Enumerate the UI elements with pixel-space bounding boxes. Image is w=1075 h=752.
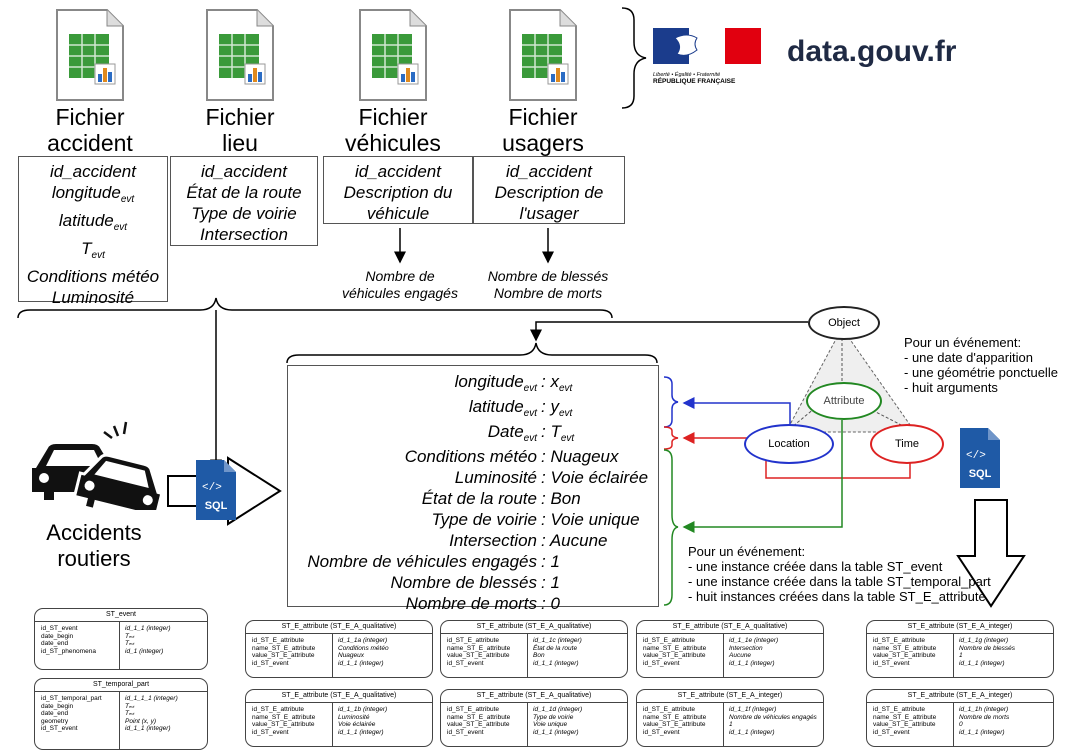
st-e-attribute-table: ST_E_attribute (ST_E_A_qualitative)id_ST… <box>245 689 433 747</box>
big-arrow-down <box>956 499 1026 608</box>
attribute-node: Attribute <box>806 382 882 420</box>
accident-fields-box: id_accident longitudeevt latitudeevt Tev… <box>18 156 168 307</box>
event-row: Intersection: Aucune <box>449 531 608 550</box>
event-row: Nombre de morts: 0 <box>405 594 560 613</box>
st-e-attribute-table: ST_E_attribute (ST_E_A_qualitative)id_ST… <box>440 620 628 678</box>
spreadsheet-icon <box>206 9 274 101</box>
instance-note: Pour un événement:- une instance créée d… <box>688 544 991 604</box>
event-row: Nombre de véhicules engagés: 1 <box>307 552 560 571</box>
event-note: Pour un événement:- une date d'apparitio… <box>904 335 1058 395</box>
spreadsheet-icon <box>56 9 124 101</box>
time-node: Time <box>870 424 944 464</box>
mainbox-brace <box>286 342 658 364</box>
car-crash-icon <box>32 421 164 510</box>
location-node: Location <box>744 424 834 464</box>
event-row: État de la route: Bon <box>421 489 581 508</box>
event-row: latitudeevt: yevt <box>468 397 573 419</box>
spreadsheet-icon <box>359 9 427 101</box>
st-e-attribute-table: ST_E_attribute (ST_E_A_integer)id_ST_E_a… <box>866 620 1054 678</box>
marianne-logo: Liberté • Égalité • Fraternité RÉPUBLIQU… <box>653 28 763 90</box>
event-attributes-box: longitudeevt: xevt latitudeevt: yevt Dat… <box>287 365 659 613</box>
datagouv-logo: data.gouv.fr <box>787 35 957 68</box>
event-row: Conditions météo: Nuageux <box>404 447 619 466</box>
st-e-attribute-table: ST_E_attribute (ST_E_A_integer)id_ST_E_a… <box>636 689 824 747</box>
st-e-attribute-table: ST_E_attribute (ST_E_A_qualitative)id_ST… <box>440 689 628 747</box>
flag-marianne-icon <box>653 28 761 64</box>
svg-text:</>: </> <box>202 482 222 494</box>
st-e-attribute-table: ST_E_attribute (ST_E_A_qualitative)id_ST… <box>636 620 824 678</box>
event-row: Type de voirie: Voie unique <box>431 510 640 529</box>
event-row: Luminosité: Voie éclairée <box>454 468 649 487</box>
columns-brace <box>17 297 613 319</box>
svg-text:</>: </> <box>966 450 986 462</box>
event-row: Nombre de blessés: 1 <box>390 573 560 592</box>
st-e-attribute-table: ST_E_attribute (ST_E_A_qualitative)id_ST… <box>245 620 433 678</box>
event-row: longitudeevt: xevt <box>454 372 573 394</box>
event-row: Dateevt: Tevt <box>487 422 575 444</box>
object-node: Object <box>808 306 880 340</box>
sql-file-icon: </> SQL <box>196 460 236 520</box>
sql-file-icon: </> SQL <box>960 428 1000 488</box>
st-e-attribute-table: ST_E_attribute (ST_E_A_integer)id_ST_E_a… <box>866 689 1054 747</box>
files-brace <box>621 7 647 109</box>
spreadsheet-icon <box>509 9 577 101</box>
